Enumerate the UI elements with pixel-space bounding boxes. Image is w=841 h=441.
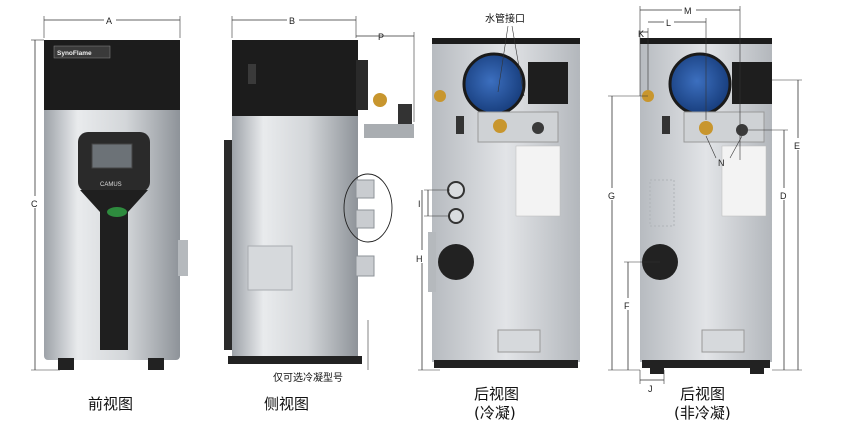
dim-label-L: L	[666, 18, 671, 28]
side-cond-pipe-top	[355, 179, 375, 199]
side-base	[228, 356, 362, 364]
rear-noncond-foot-left	[650, 366, 664, 374]
dim-label-I: I	[418, 199, 421, 209]
rear-noncond-blank-plate	[649, 179, 675, 227]
rear-noncond-switch	[662, 116, 670, 134]
side-gas-pipe	[364, 124, 414, 138]
side-view: B P 仅可选冷凝型号 侧视图	[224, 14, 415, 413]
rear-cond-connection-1-icon	[447, 181, 465, 199]
rear-cond-connection-2-icon	[448, 208, 464, 224]
caption-rear-noncondensing-2: (非冷凝)	[674, 404, 731, 422]
rear-noncond-bottom-plate	[701, 329, 745, 353]
caption-front: 前视图	[88, 395, 133, 413]
dim-label-M: M	[684, 6, 692, 16]
dim-label-F: F	[624, 301, 630, 311]
rear-noncond-flue-icon	[668, 52, 732, 116]
caption-side: 侧视图	[264, 395, 309, 413]
dim-label-E: E	[794, 141, 800, 151]
rear-cond-base	[434, 360, 578, 368]
rear-cond-side-box	[428, 232, 436, 292]
rear-cond-water-outlet-icon	[493, 119, 507, 133]
front-foot-left	[58, 358, 74, 370]
rear-cond-flue-icon	[462, 52, 526, 116]
rear-cond-switch	[456, 116, 464, 134]
dim-label-H: H	[416, 254, 423, 264]
rear-noncond-base	[642, 360, 770, 368]
rear-view-noncondensing: M L K N E D G F	[606, 4, 804, 422]
front-foot-right	[148, 358, 164, 370]
rear-noncond-air-box	[732, 62, 772, 104]
side-cond-pipe-mid	[355, 209, 375, 229]
brand-logo-plate	[53, 45, 111, 59]
side-rear-flange	[356, 60, 368, 110]
rear-view-condensing: 水管接口 I H 后视图 (冷凝)	[414, 12, 580, 422]
dim-label-D: D	[780, 191, 787, 201]
front-panel-brand: CAMUS	[100, 182, 122, 188]
note-water-connection: 水管接口	[485, 12, 525, 25]
side-front-edge	[224, 140, 232, 350]
caption-rear-noncondensing-1: 后视图	[680, 385, 725, 403]
rear-noncond-label-sticker	[721, 145, 767, 217]
rear-noncond-foot-right	[750, 366, 764, 374]
rear-noncond-water-inlet-icon	[736, 124, 748, 136]
front-side-box	[178, 240, 188, 276]
dim-label-K: K	[638, 29, 644, 39]
side-valve-black	[398, 104, 412, 124]
dim-label-N: N	[718, 158, 725, 168]
front-view: SynoFlame CAMUS A C 前视图	[29, 14, 188, 413]
side-vent-slot	[248, 64, 256, 84]
rear-cond-label-sticker	[515, 145, 561, 217]
rear-cond-water-inlet-icon	[532, 122, 544, 134]
rear-cond-air-intake-icon	[438, 244, 474, 280]
rear-noncond-water-outlet-icon	[699, 121, 713, 135]
rear-cond-fitting-plate	[477, 111, 559, 143]
dim-label-C: C	[31, 199, 38, 209]
side-access-plate	[247, 245, 293, 291]
rear-cond-air-box	[528, 62, 568, 104]
front-display	[91, 143, 133, 169]
side-brass-valve-icon	[373, 93, 387, 107]
caption-rear-condensing-1: 后视图	[474, 385, 519, 403]
brand-logo-text: SynoFlame	[57, 50, 92, 57]
dim-label-P: P	[378, 32, 384, 42]
dim-label-G: G	[608, 191, 615, 201]
dim-label-J: J	[648, 384, 653, 394]
front-handle-strip	[80, 190, 148, 350]
note-optional-condensing: 仅可选冷凝型号	[273, 371, 343, 384]
rear-cond-bottom-plate	[497, 329, 541, 353]
side-cond-pipe-low	[355, 255, 375, 277]
rear-noncond-fitting-plate	[683, 111, 765, 143]
dim-label-B: B	[289, 16, 295, 26]
caption-rear-condensing-2: (冷凝)	[474, 404, 516, 422]
dim-label-A: A	[106, 16, 112, 26]
brand-badge-icon	[107, 207, 127, 217]
rear-cond-brass-valve-icon	[434, 90, 446, 102]
optional-condensing-callout	[343, 173, 393, 243]
